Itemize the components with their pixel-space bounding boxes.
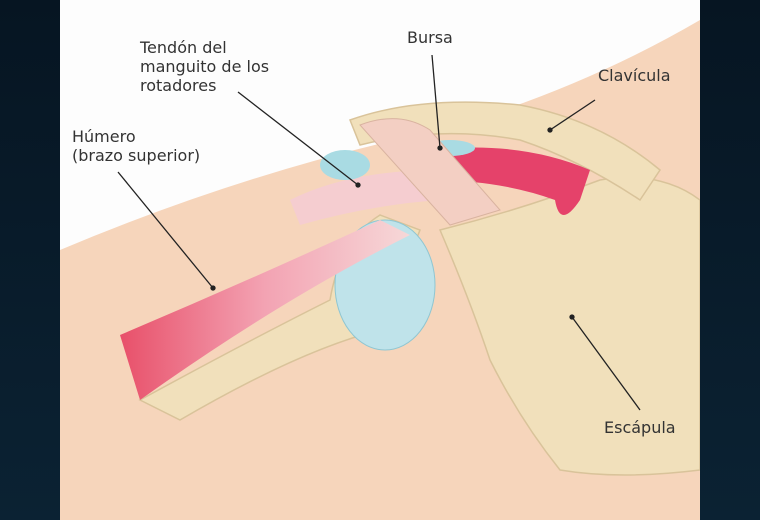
label-scapula: Escápula [604,418,676,437]
label-line: rotadores [140,76,217,95]
right-background [700,0,760,520]
rotator-cuff-tendon [290,170,440,225]
muscle-tendon [120,220,410,400]
label-humerus: Húmero (brazo superior) [72,127,200,165]
shoulder-diagram: Tendón del manguito de los rotadores Bur… [60,0,700,520]
leader-lines [117,54,641,411]
acromion-ligament [359,118,501,226]
clavicle-muscle [430,147,590,215]
label-line: manguito de los [140,57,270,76]
label-line: Húmero [72,127,136,146]
label-bursa: Bursa [407,28,453,47]
label-clavicle: Clavícula [598,66,671,85]
label-line: Tendón del [140,38,227,57]
clavicle [349,101,661,202]
label-line: (brazo superior) [72,146,201,165]
bursa-sac [320,150,370,180]
shoulder-illustration [60,20,700,520]
left-background [0,0,60,520]
label-rotator-cuff: Tendón del manguito de los rotadores [140,38,269,95]
